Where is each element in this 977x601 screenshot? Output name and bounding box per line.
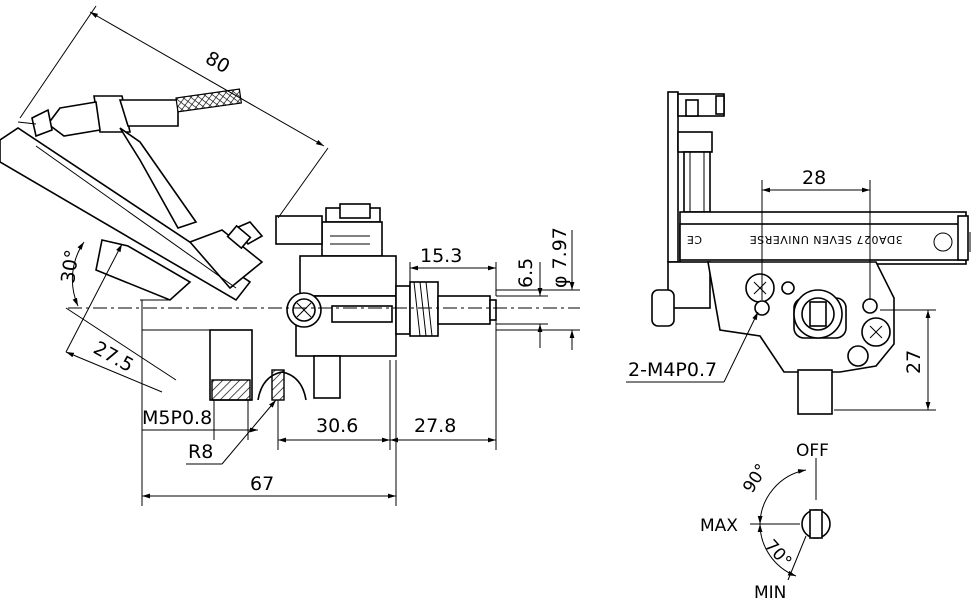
dim-67: 67 xyxy=(141,330,397,506)
dim-15-3: 15.3 xyxy=(409,245,497,296)
label-plate: 3DA027 SEVEN UNIVERSE CE xyxy=(679,211,971,265)
front-view: 3DA027 SEVEN UNIVERSE CE xyxy=(626,91,971,601)
angle-70-label: 70° xyxy=(760,536,795,572)
rotation-diagram: OFF MAX MIN 90° 70° xyxy=(700,441,831,601)
dim-27-5: 27.5 xyxy=(65,243,163,393)
label-plate-text: 3DA027 SEVEN UNIVERSE xyxy=(749,233,903,246)
dim-15-3-label: 15.3 xyxy=(420,245,462,267)
dim-r8-label: R8 xyxy=(188,441,213,463)
dim-30deg: 30° xyxy=(57,241,177,381)
dim-27-5-label: 27.5 xyxy=(90,337,138,377)
dim-7-97-label: φ 7.97 xyxy=(549,227,571,288)
dim-28-label: 28 xyxy=(802,167,826,189)
dim-6-5-label: 6.5 xyxy=(515,258,537,288)
dim-diameters: 6.5 φ 7.97 xyxy=(496,227,580,350)
off-label: OFF xyxy=(796,441,829,461)
angle-90-label: 90° xyxy=(739,460,772,496)
dim-30-6-label: 30.6 xyxy=(316,415,358,437)
ce-mark: CE xyxy=(686,233,702,246)
dim-27-label: 27 xyxy=(903,350,925,374)
front-body xyxy=(651,261,895,415)
angled-bracket xyxy=(0,88,264,302)
dim-m5p: M5P0.8 xyxy=(142,400,258,440)
lower-housing xyxy=(141,300,307,401)
dim-r8: R8 xyxy=(186,399,277,465)
dim-30deg-label: 30° xyxy=(57,248,83,284)
max-label: MAX xyxy=(700,516,738,536)
dim-m4p: 2-M4P0.7 xyxy=(626,311,759,383)
min-label: MIN xyxy=(754,583,786,601)
dim-80-label: 80 xyxy=(202,47,234,78)
valve-body xyxy=(226,203,497,399)
dim-67-label: 67 xyxy=(250,473,274,495)
dim-m4p-label: 2-M4P0.7 xyxy=(628,359,717,381)
dim-30-6-27-8: 30.6 27.8 xyxy=(277,320,497,450)
dim-27-8-label: 27.8 xyxy=(414,415,456,437)
side-view: 80 30° 27.5 M5P0.8 R8 xyxy=(0,5,580,506)
dim-m5p-label: M5P0.8 xyxy=(142,407,212,429)
vertical-bracket xyxy=(667,91,725,263)
dim-27: 27 xyxy=(834,309,936,411)
dim-28: 28 xyxy=(761,167,871,300)
